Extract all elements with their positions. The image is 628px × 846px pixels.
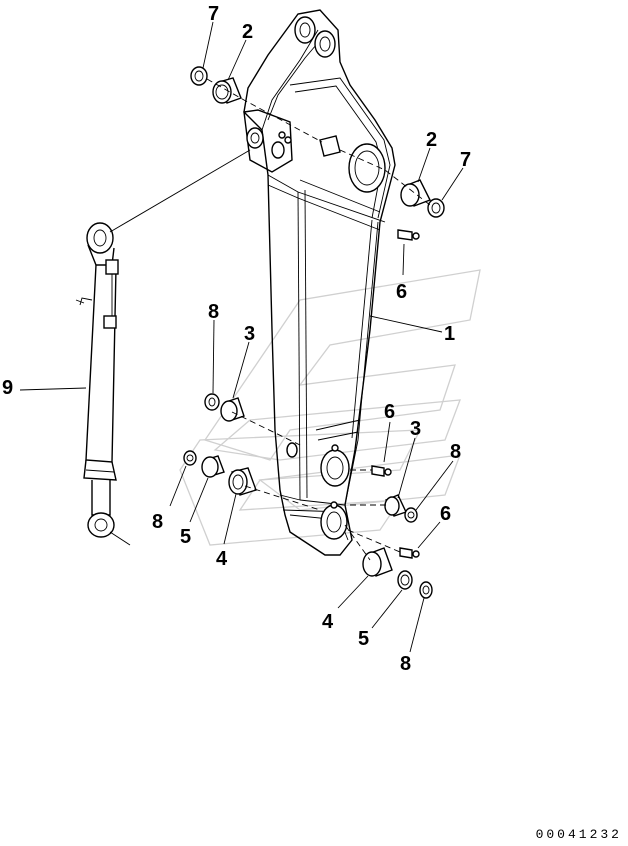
callout-9: 9 — [2, 377, 13, 399]
callout-4: 4 — [322, 611, 334, 633]
callout-6: 6 — [440, 503, 451, 525]
callout-7: 7 — [208, 3, 219, 25]
assembly-lines — [109, 78, 431, 561]
callout-2: 2 — [426, 129, 437, 151]
watermark-logo — [179, 269, 481, 546]
callout-6: 6 — [384, 401, 395, 423]
arm-body — [243, 9, 396, 556]
hydraulic-cylinder — [75, 222, 119, 538]
callout-8: 8 — [208, 301, 219, 323]
callout-labels: 7 2 2 7 6 1 9 8 3 6 3 8 8 5 4 6 4 5 8 — [2, 3, 471, 675]
callout-5: 5 — [180, 526, 191, 548]
drawing-number: 00041232 — [535, 827, 622, 842]
callout-3: 3 — [244, 323, 255, 345]
callout-3: 3 — [410, 418, 421, 440]
callout-4: 4 — [216, 548, 228, 570]
callout-1: 1 — [444, 323, 455, 345]
callout-2: 2 — [242, 21, 253, 43]
callout-8: 8 — [450, 441, 461, 463]
leader-lines — [19, 21, 464, 653]
callout-8: 8 — [400, 653, 411, 675]
small-parts — [183, 66, 445, 599]
callout-7: 7 — [460, 149, 471, 171]
callout-5: 5 — [358, 628, 369, 650]
callout-6: 6 — [396, 281, 407, 303]
callout-8: 8 — [152, 511, 163, 533]
